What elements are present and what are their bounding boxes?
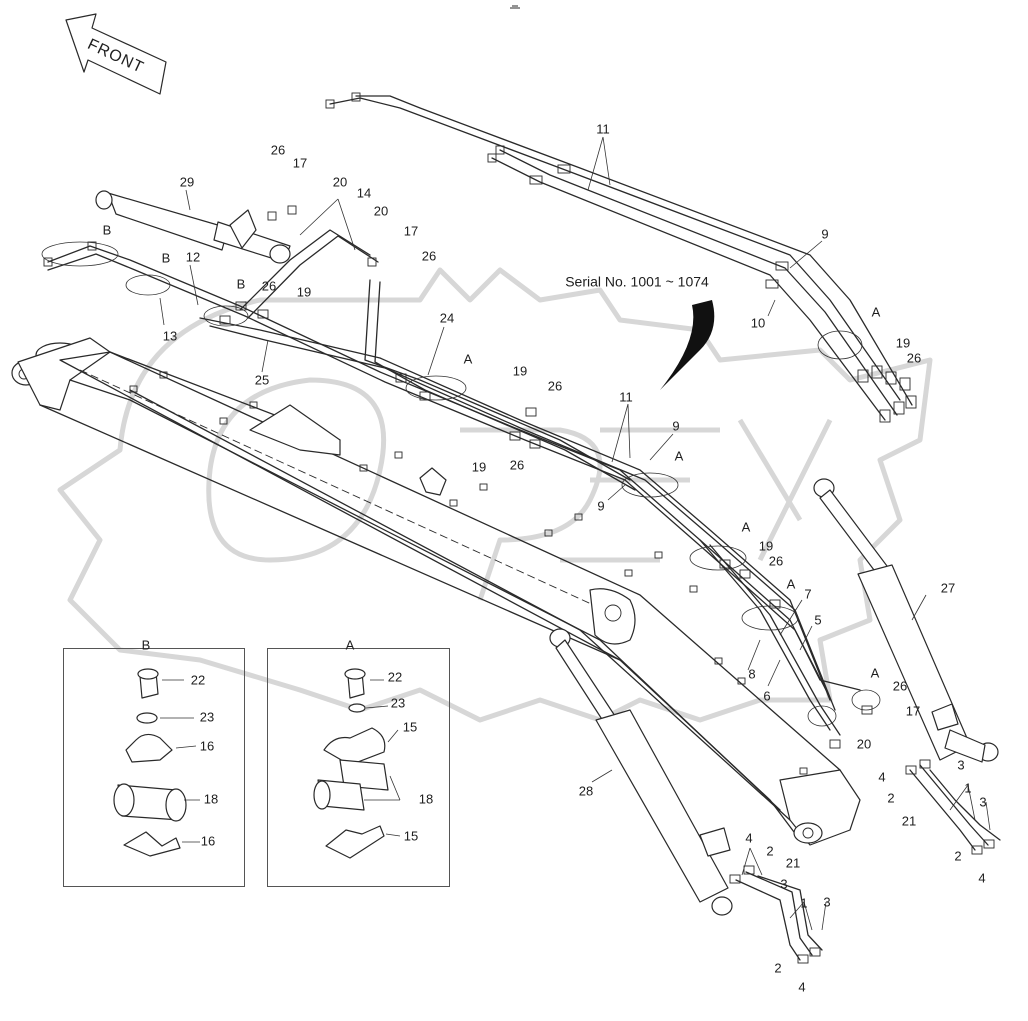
- callout-label: 12: [185, 249, 201, 265]
- callout-label: 19: [895, 335, 911, 351]
- tick-mark: [510, 5, 520, 9]
- callout-label: 27: [940, 580, 956, 596]
- arm-cylinder-29: [95, 190, 291, 264]
- callout-label: 1: [800, 895, 808, 911]
- leader-lines: [159, 136, 991, 931]
- callout-label: 3: [823, 894, 831, 910]
- detail-a-frame: [267, 648, 450, 887]
- detail-b-part-label: 16: [200, 833, 216, 849]
- callout-label: B: [102, 222, 112, 238]
- callout-label: 26: [509, 457, 525, 473]
- callout-label: 9: [821, 226, 829, 242]
- hydraulic-lines-middle: [43, 205, 873, 749]
- callout-label: A: [786, 576, 796, 592]
- detail-b-part-label: 16: [199, 738, 215, 754]
- detail-b-title: B: [141, 637, 151, 653]
- callout-label: 1: [964, 780, 972, 796]
- callout-label: 19: [758, 538, 774, 554]
- callout-label: B: [236, 276, 246, 292]
- callout-label: 13: [162, 328, 178, 344]
- callout-label: 2: [954, 848, 962, 864]
- callout-label: A: [674, 448, 684, 464]
- callout-label: 9: [597, 498, 605, 514]
- callout-label: 17: [905, 703, 921, 719]
- bucket-cylinder-27: [813, 478, 999, 763]
- callout-label: 2: [774, 960, 782, 976]
- callout-label: 29: [179, 174, 195, 190]
- callout-label: 9: [672, 418, 680, 434]
- callout-label: 26: [270, 142, 286, 158]
- callout-label: 8: [748, 666, 756, 682]
- callout-label: 19: [512, 363, 528, 379]
- detail-a-part-label: 15: [403, 828, 419, 844]
- callout-label: 17: [403, 223, 419, 239]
- hydraulic-lines-upper: [325, 92, 917, 423]
- callout-label: 26: [768, 553, 784, 569]
- hose-assembly-bottom: [729, 759, 1001, 964]
- front-arrow-icon: [65, 13, 167, 95]
- callout-label: 4: [978, 870, 986, 886]
- detail-b-part-label: 23: [199, 709, 215, 725]
- detail-a-drawing: [313, 668, 401, 859]
- callout-label: 11: [619, 389, 633, 405]
- callout-label: 3: [979, 794, 987, 810]
- callout-label: 19: [471, 459, 487, 475]
- callout-label: 10: [750, 315, 766, 331]
- callout-label: 26: [906, 350, 922, 366]
- callout-label: 4: [798, 979, 806, 995]
- serial-arrow-icon: [660, 300, 715, 390]
- callout-label: 28: [578, 783, 594, 799]
- callout-label: 19: [296, 284, 312, 300]
- callout-label: 6: [763, 688, 771, 704]
- callout-label: 26: [892, 678, 908, 694]
- detail-b-part-label: 18: [203, 791, 219, 807]
- detail-a-part-label: 23: [390, 695, 406, 711]
- detail-a-part-label: 18: [418, 791, 434, 807]
- callout-label: 21: [901, 813, 917, 829]
- callout-label: A: [463, 351, 473, 367]
- detail-circles: [41, 241, 881, 727]
- detail-a-part-label: 15: [402, 719, 418, 735]
- detail-a-title: A: [345, 637, 355, 653]
- callout-label: 24: [439, 310, 455, 326]
- callout-label: 4: [745, 830, 753, 846]
- callout-label: 26: [547, 378, 563, 394]
- callout-label: 3: [957, 757, 965, 773]
- detail-b-part-label: 22: [190, 672, 206, 688]
- callout-label: 3: [780, 876, 788, 892]
- callout-label: A: [741, 519, 751, 535]
- callout-label: 7: [804, 586, 812, 602]
- callout-label: 4: [878, 769, 886, 785]
- callout-label: 20: [856, 736, 872, 752]
- callout-label: 26: [261, 278, 277, 294]
- callout-label: 2: [766, 843, 774, 859]
- callout-label: 11: [596, 121, 610, 137]
- serial-number-note: Serial No. 1001 ~ 1074: [565, 273, 709, 290]
- boom: [11, 337, 861, 846]
- callout-label: 20: [332, 174, 348, 190]
- detail-b-drawing: [113, 668, 200, 857]
- detail-a-part-label: 22: [387, 669, 403, 685]
- callout-label: B: [161, 250, 171, 266]
- callout-label: 5: [814, 612, 822, 628]
- detail-b-frame: [63, 648, 245, 887]
- callout-label: 26: [421, 248, 437, 264]
- callout-label: 25: [254, 372, 270, 388]
- arm-cylinder-28: [549, 628, 733, 916]
- callout-label: A: [870, 665, 880, 681]
- callout-label: 14: [356, 185, 372, 201]
- callout-label: 20: [373, 203, 389, 219]
- callout-label: 2: [887, 790, 895, 806]
- callout-label: A: [871, 304, 881, 320]
- callout-label: 17: [292, 155, 308, 171]
- callout-label: 21: [785, 855, 801, 871]
